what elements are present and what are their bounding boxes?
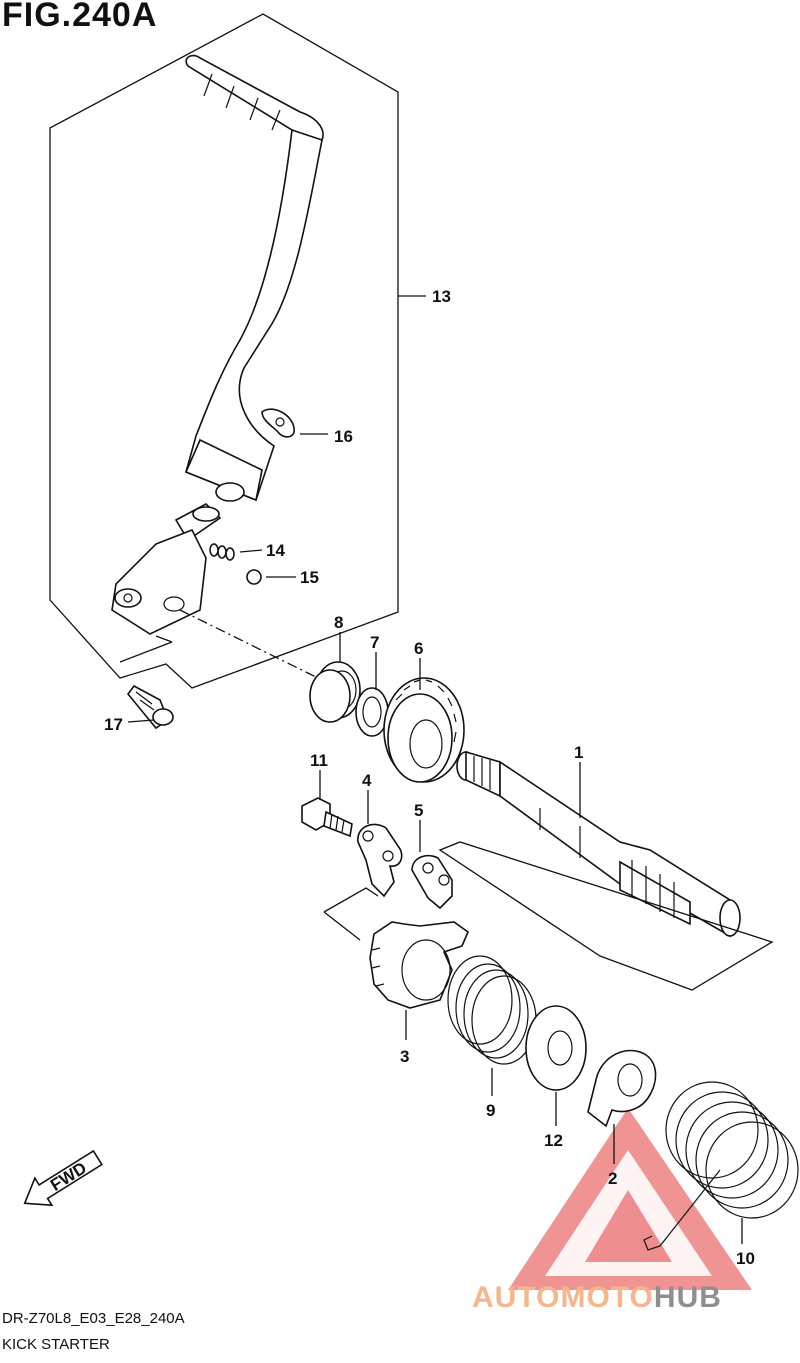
callout-16: 16: [334, 427, 353, 446]
clip-16: [261, 408, 295, 438]
kick-lever: [184, 54, 324, 502]
callout-8: 8: [334, 613, 343, 632]
guide-plate-4: [357, 823, 403, 898]
spring-guide-2: [587, 1049, 657, 1128]
washer-12: [525, 1005, 587, 1091]
diagram-code: DR-Z70L8_E03_E28_240A: [2, 1310, 185, 1327]
callout-11: 11: [310, 751, 328, 770]
assembly-frame: [49, 13, 399, 689]
callout-15: 15: [300, 568, 319, 587]
callout-5: 5: [414, 801, 423, 820]
callout-7: 7: [370, 633, 379, 652]
callout-2: 2: [608, 1169, 617, 1188]
ball-15: [246, 569, 262, 585]
figure-title: FIG.240A: [2, 0, 158, 34]
callout-4: 4: [362, 771, 372, 790]
watermark-moto: MOTO: [560, 1281, 654, 1314]
washer-7: [355, 687, 389, 737]
bracket-line: [323, 887, 379, 941]
callout-12: 12: [544, 1131, 563, 1150]
callout-14: 14: [266, 541, 285, 560]
kick-shaft-1: [456, 750, 741, 938]
leader-lines: [127, 295, 743, 1244]
watermark-hub: HUB: [653, 1281, 722, 1314]
watermark-auto: AUTO: [472, 1281, 561, 1314]
shaft-frame: [438, 841, 774, 991]
callout-17: 17: [104, 715, 123, 734]
callout-9: 9: [486, 1101, 495, 1120]
callout-1: 1: [574, 743, 583, 762]
spring-14: [209, 543, 235, 561]
diagram-name: KICK STARTER: [2, 1336, 110, 1353]
callout-3: 3: [400, 1047, 409, 1066]
ratchet-3: [369, 921, 469, 1009]
guide-plate-5: [411, 854, 453, 910]
bolt-11: [301, 797, 353, 838]
callout-10: 10: [736, 1249, 755, 1268]
axis-line: [179, 609, 319, 679]
gear-6: [383, 677, 465, 783]
lever-boss: [111, 503, 222, 635]
forward-arrow-icon: FWD: [23, 1149, 103, 1207]
callout-6: 6: [414, 639, 423, 658]
spring-9: [447, 955, 537, 1065]
watermark-wordmark: AUTOMOTOHUB: [472, 1281, 722, 1315]
oil-seal-8: [309, 661, 361, 723]
bolt-17: [126, 684, 174, 730]
callout-13: 13: [432, 287, 451, 306]
watermark-triangle-logo: [508, 1108, 752, 1290]
torsion-spring-10: [643, 1081, 799, 1251]
